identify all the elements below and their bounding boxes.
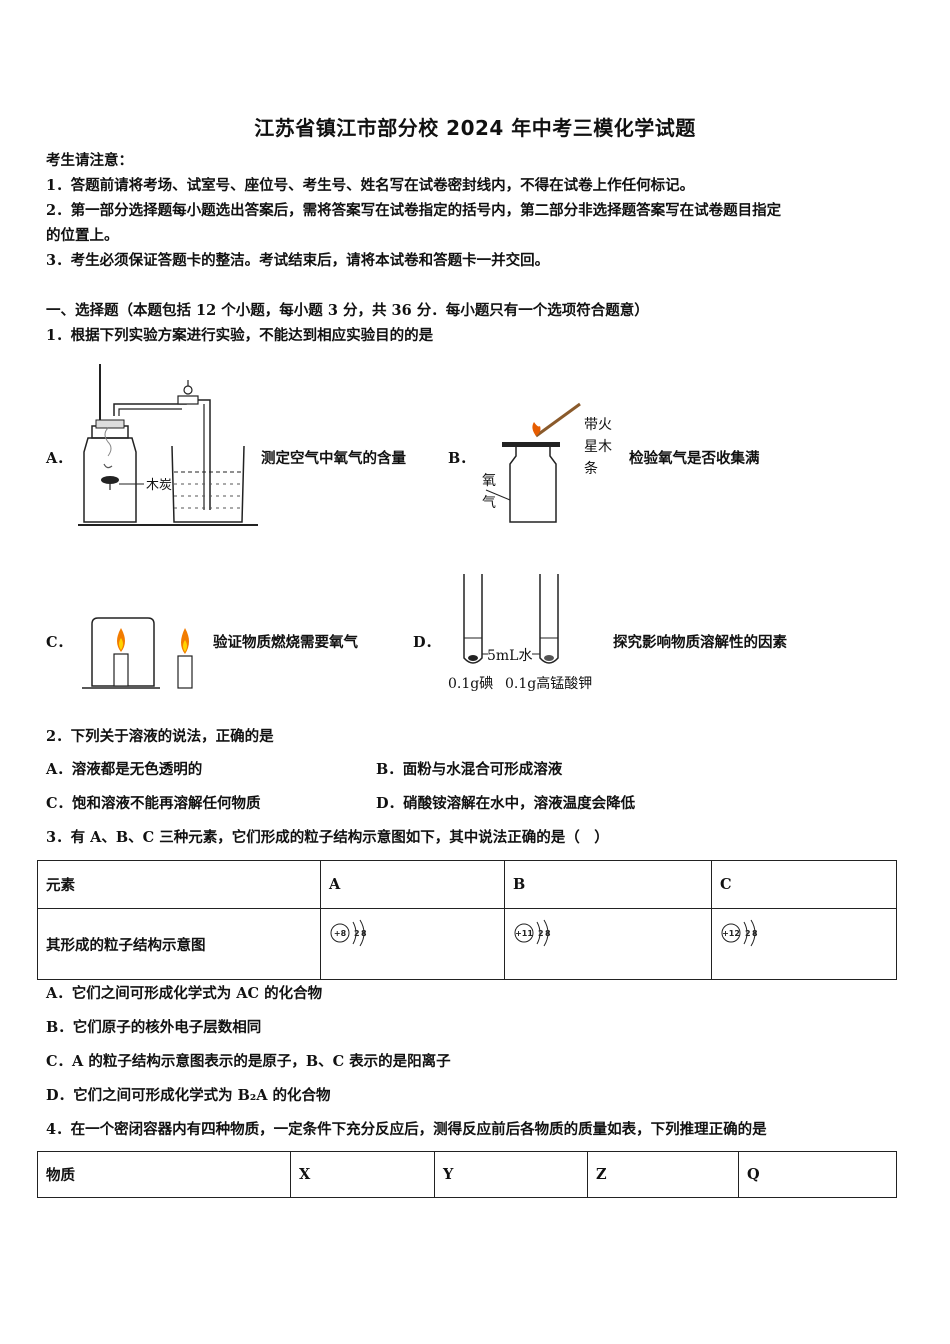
table-header-c: C	[711, 860, 897, 909]
atom-b-shell-2: 8	[545, 929, 551, 938]
table-row-label: 其形成的粒子结构示意图	[37, 908, 321, 980]
oxygen-label-2: 气	[482, 495, 496, 511]
air-oxygen-apparatus-figure	[78, 364, 258, 526]
option-a-text: 测定空气中氧气的含量	[261, 450, 406, 467]
table-header-a: A	[320, 860, 505, 909]
test-tubes-figure	[463, 574, 559, 664]
atom-a-shell-1: 2	[354, 929, 360, 938]
oxygen-label-1: 氧	[482, 473, 496, 489]
charcoal-label: 木炭	[146, 474, 173, 493]
question-2-stem: 2．下列关于溶液的说法，正确的是	[46, 728, 274, 745]
option-c-letter: C．	[46, 634, 73, 651]
table-header-element: 元素	[37, 860, 321, 909]
page-title: 江苏省镇江市部分校 2024 年中考三模化学试题	[254, 116, 696, 140]
table-header-substance: 物质	[37, 1151, 291, 1198]
question-2-option-a: A．溶液都是无色透明的	[46, 761, 203, 778]
question-3-option-d: D．它们之间可形成化学式为 B₂A 的化合物	[46, 1087, 331, 1104]
splint-label-1: 带火	[584, 417, 612, 433]
notice-item: 1．答题前请将考场、试室号、座位号、考生号、姓名写在试卷密封线内，不得在试卷上作…	[46, 177, 695, 194]
question-3-option-c: C．A 的粒子结构示意图表示的是原子，B、C 表示的是阳离子	[46, 1053, 451, 1070]
atom-c-diagram: +12 2 8	[721, 919, 758, 947]
atom-c-nucleus: +12	[722, 929, 740, 938]
atom-b-cell: +11 2 8	[504, 908, 712, 980]
atom-b-nucleus: +11	[515, 929, 533, 938]
atom-a-diagram: +8 2 8	[330, 919, 367, 947]
question-1-stem: 1．根据下列实验方案进行实验，不能达到相应实验目的的是	[46, 327, 434, 344]
atom-b-shell-1: 2	[538, 929, 544, 938]
question-2-option-d: D．硝酸铵溶解在水中，溶液温度会降低	[376, 795, 636, 812]
atom-c-shell-1: 2	[745, 929, 751, 938]
atom-b-diagram: +11 2 8	[514, 919, 551, 947]
notice-item: 的位置上。	[46, 227, 119, 244]
option-d-letter: D．	[413, 634, 441, 651]
notice-heading: 考生请注意：	[46, 152, 133, 169]
substance-mass-table: 物质 X Y Z Q	[37, 1151, 897, 1198]
table-header-q: Q	[738, 1151, 897, 1198]
table-header-z: Z	[587, 1151, 739, 1198]
option-a-letter: A．	[46, 450, 72, 467]
atom-c-shell-2: 8	[752, 929, 758, 938]
atom-a-shell-2: 8	[361, 929, 367, 938]
water-volume-label: 5mL水	[487, 648, 533, 664]
question-2-option-b: B．面粉与水混合可形成溶液	[376, 761, 563, 778]
splint-label-2: 星木	[584, 439, 612, 455]
atom-a-cell: +8 2 8	[320, 908, 505, 980]
iodine-label: 0.1g碘	[448, 676, 494, 692]
table-header-b: B	[504, 860, 712, 909]
option-d-text: 探究影响物质溶解性的因素	[613, 634, 787, 651]
question-2-option-c: C．饱和溶液不能再溶解任何物质	[46, 795, 261, 812]
notice-item: 3．考生必须保证答题卡的整洁。考试结束后，请将本试卷和答题卡一并交回。	[46, 252, 550, 269]
atom-a-nucleus: +8	[334, 929, 347, 938]
table-header-x: X	[290, 1151, 435, 1198]
permanganate-label: 0.1g高锰酸钾	[505, 676, 593, 692]
section-heading: 一、选择题（本题包括 12 个小题，每小题 3 分，共 36 分．每小题只有一个…	[46, 302, 649, 319]
atom-c-cell: +12 2 8	[711, 908, 897, 980]
table-header-y: Y	[434, 1151, 588, 1198]
option-b-text: 检验氧气是否收集满	[629, 450, 760, 467]
option-b-letter: B．	[448, 450, 475, 467]
question-3-option-b: B．它们原子的核外电子层数相同	[46, 1019, 262, 1036]
candle-burning-figure	[82, 617, 193, 689]
particle-structure-table: 元素 A B C 其形成的粒子结构示意图 +8 2 8 +11 2 8	[37, 860, 897, 980]
question-3-stem: 3．有 A、B、C 三种元素，它们形成的粒子结构示意图如下，其中说法正确的是（ …	[46, 829, 609, 846]
splint-label-3: 条	[584, 461, 598, 477]
option-c-text: 验证物质燃烧需要氧气	[213, 634, 358, 651]
question-4-stem: 4．在一个密闭容器内有四种物质，一定条件下充分反应后，测得反应前后各物质的质量如…	[46, 1121, 767, 1138]
notice-item: 2．第一部分选择题每小题选出答案后，需将答案写在试卷指定的括号内，第二部分非选择…	[46, 202, 782, 219]
question-3-option-a: A．它们之间可形成化学式为 AC 的化合物	[46, 985, 323, 1002]
oxygen-check-bottle-figure	[485, 402, 581, 523]
